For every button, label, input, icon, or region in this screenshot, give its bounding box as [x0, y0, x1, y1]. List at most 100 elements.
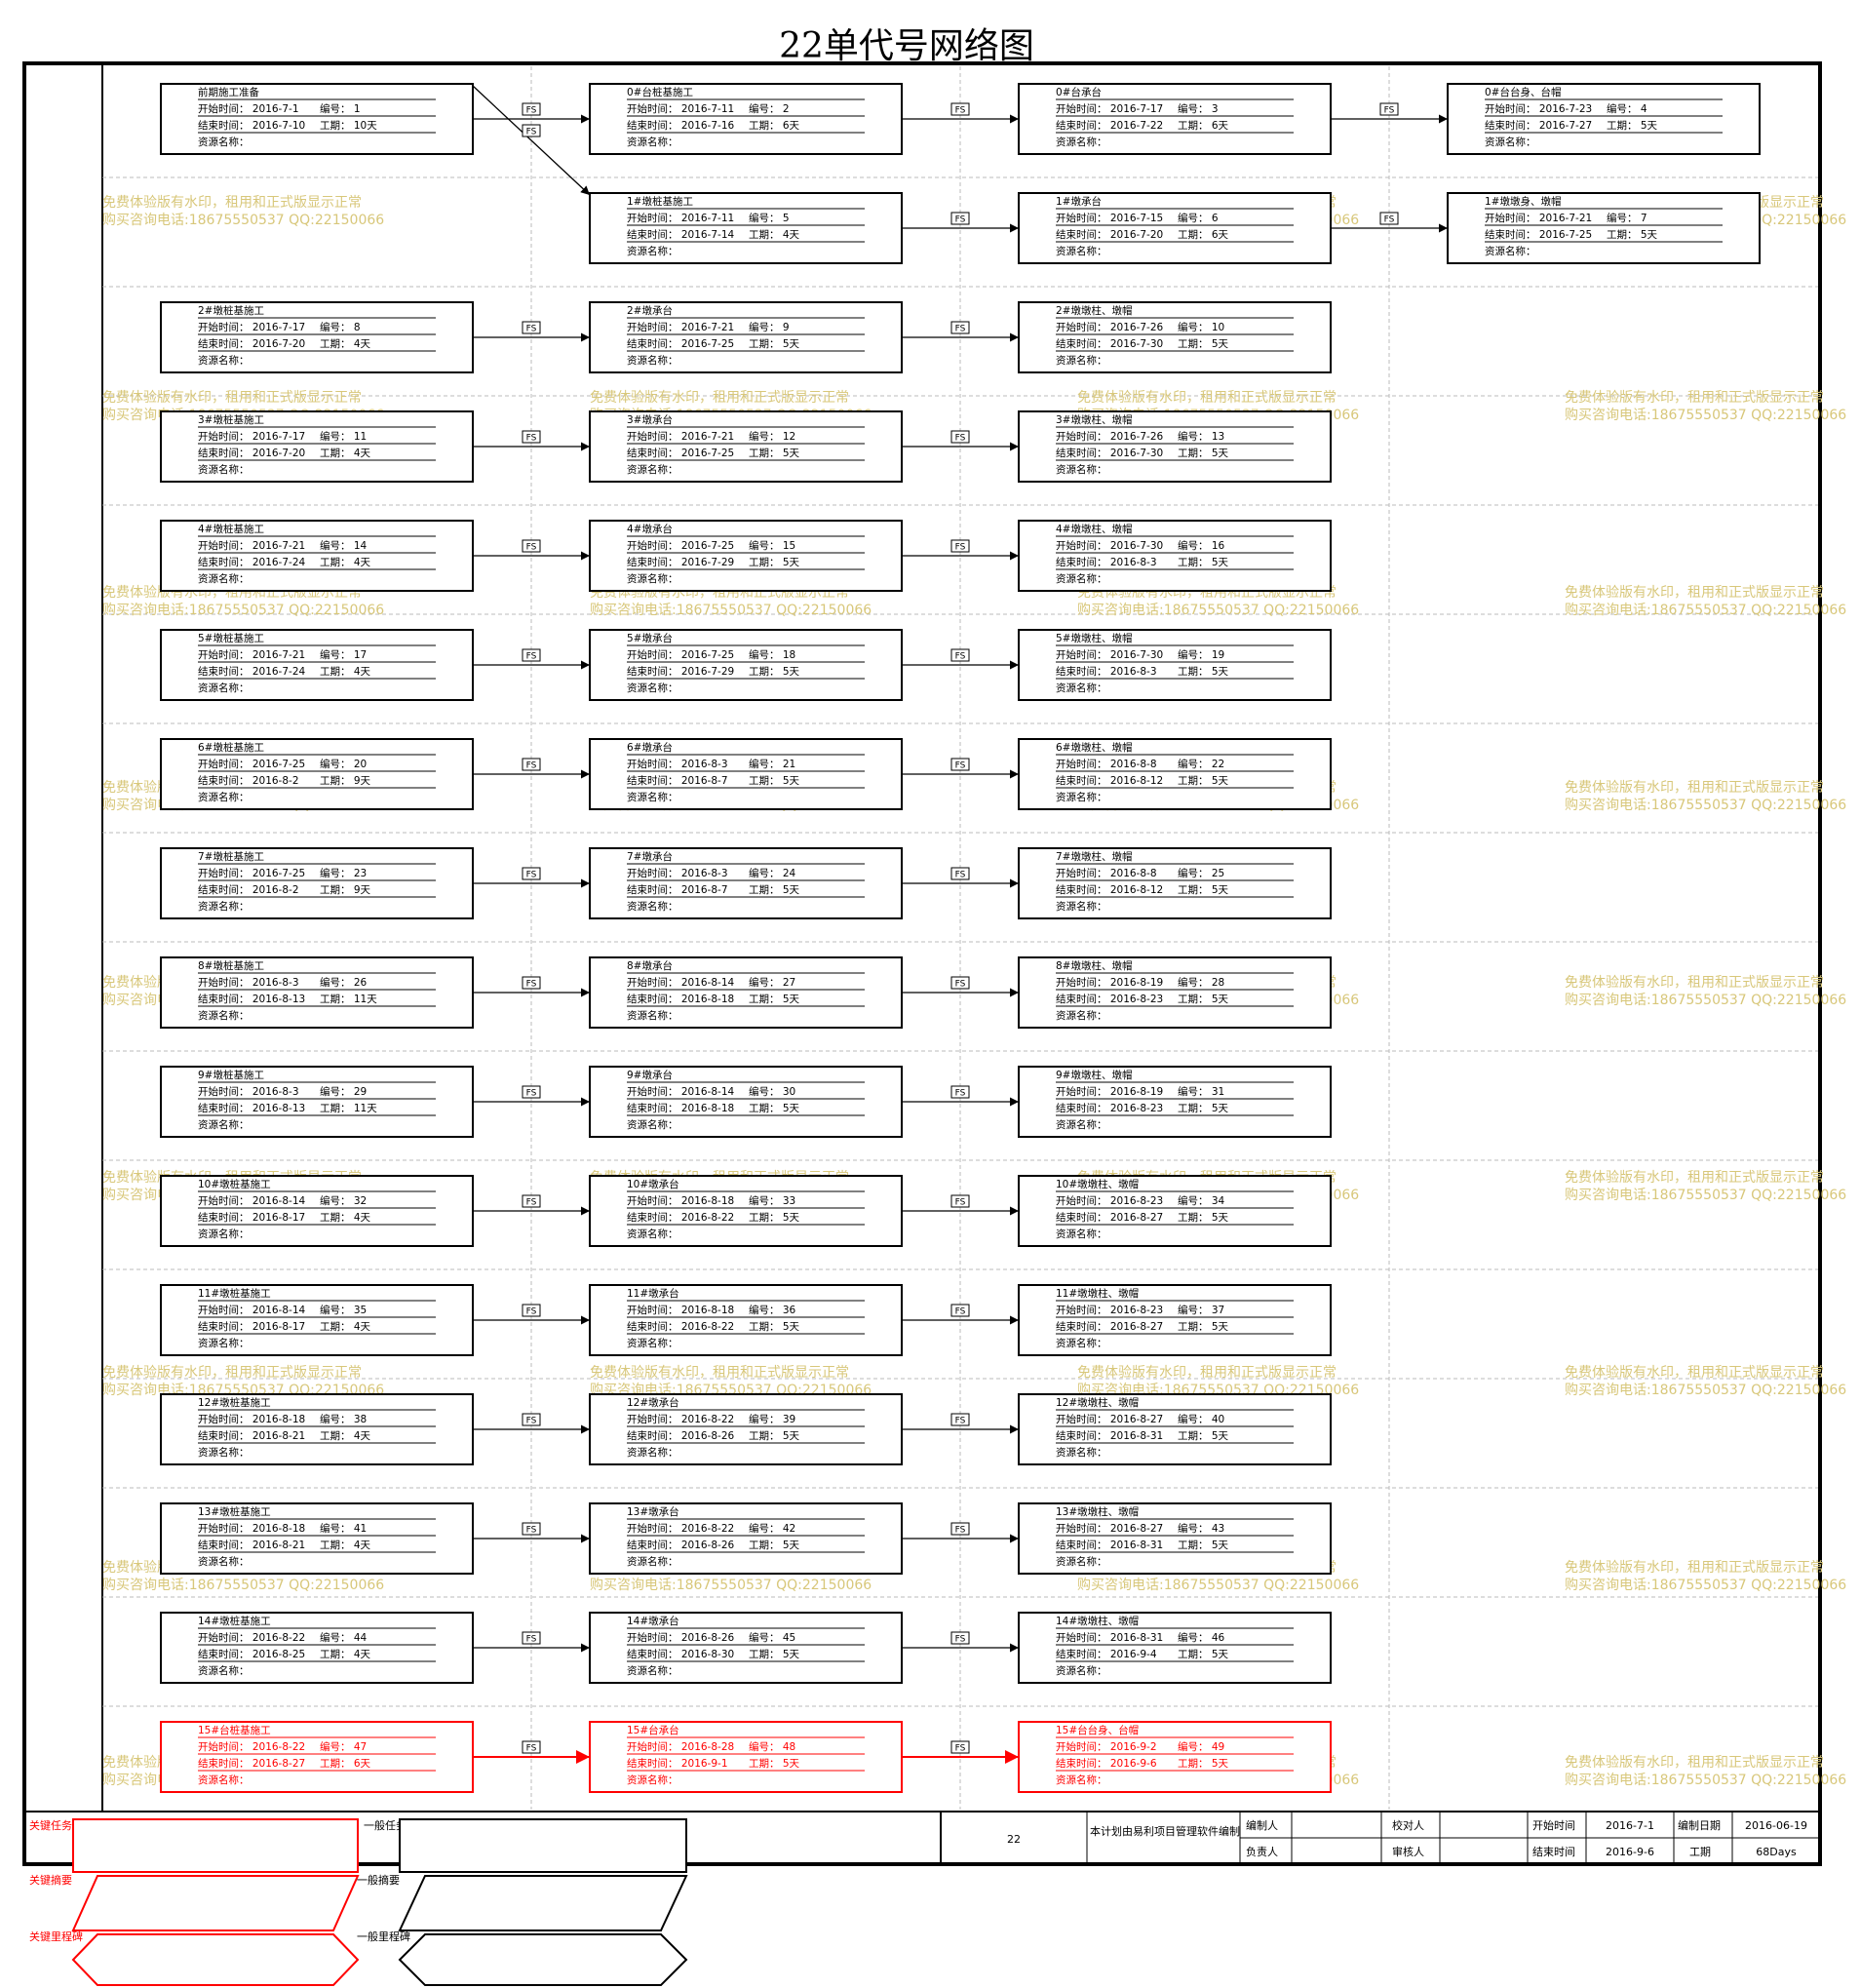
watermark-line1: 免费体验版有水印，租用和正式版显示正常 [1077, 1365, 1337, 1381]
legend-critical-milestone-swatch [71, 1933, 360, 1986]
task-start: 开始时间： 2016-8-14 [198, 1194, 305, 1207]
task-start: 开始时间： 2016-7-26 [1056, 430, 1163, 443]
task-end: 结束时间： 2016-7-25 [627, 447, 734, 459]
task-end: 结束时间： 2016-7-29 [627, 556, 734, 568]
task-end: 结束时间： 2016-8-13 [198, 1102, 305, 1114]
task-end: 结束时间： 2016-8-27 [1056, 1211, 1163, 1224]
task-name: 3#墩承台 [627, 413, 673, 426]
task-node-box [589, 83, 903, 155]
footer-page-number: 22 [1007, 1833, 1021, 1846]
task-id: 编号： 2 [749, 102, 790, 115]
task-resource: 资源名称： [198, 900, 250, 913]
link-type-box [522, 1413, 541, 1426]
task-resource: 资源名称： [1056, 1009, 1107, 1022]
task-duration: 工期： 4天 [749, 229, 800, 241]
link-type-label: FS [526, 325, 537, 334]
task-end: 结束时间： 2016-8-30 [627, 1648, 734, 1660]
footer-compile-date-value: 2016-06-19 [1745, 1819, 1807, 1832]
link-type-label: FS [526, 1198, 537, 1208]
footer-duration-value: 68Days [1756, 1846, 1797, 1858]
link-type-box [522, 102, 541, 116]
task-end: 结束时间： 2016-8-31 [1056, 1429, 1163, 1442]
task-resource: 资源名称： [1056, 1555, 1107, 1568]
task-resource: 资源名称： [198, 1337, 250, 1349]
watermark-line1: 免费体验版有水印，租用和正式版显示正常 [1565, 780, 1824, 796]
task-duration: 工期： 4天 [320, 557, 371, 568]
link-type-box [522, 539, 541, 553]
task-node-box [589, 1612, 903, 1684]
task-name: 13#墩承台 [627, 1505, 679, 1518]
task-end: 结束时间： 2016-7-24 [198, 556, 305, 568]
task-start: 开始时间： 2016-8-3 [627, 867, 728, 879]
task-start: 开始时间： 2016-7-17 [1056, 102, 1163, 115]
diagram-title: 22单代号网络图 [779, 26, 1034, 66]
task-duration: 工期： 10天 [320, 120, 377, 132]
task-name: 2#墩承台 [627, 304, 673, 317]
task-end: 结束时间： 2016-7-16 [627, 119, 734, 132]
task-resource: 资源名称： [198, 682, 250, 694]
footer-duration-label: 工期 [1689, 1846, 1711, 1858]
task-node-box [160, 1393, 474, 1465]
task-name: 3#墩桩基施工 [198, 413, 264, 426]
task-name: 2#墩桩基施工 [198, 304, 264, 317]
task-end: 结束时间： 2016-9-1 [627, 1757, 728, 1770]
task-name: 14#墩承台 [627, 1615, 679, 1627]
link-type-box [522, 124, 541, 137]
task-duration: 工期： 5天 [1178, 1103, 1229, 1114]
task-node-box [589, 1393, 903, 1465]
task-node-box [160, 629, 474, 701]
link-type-box [950, 430, 970, 444]
task-duration: 工期： 5天 [749, 1540, 800, 1551]
task-resource: 资源名称： [1056, 1118, 1107, 1131]
